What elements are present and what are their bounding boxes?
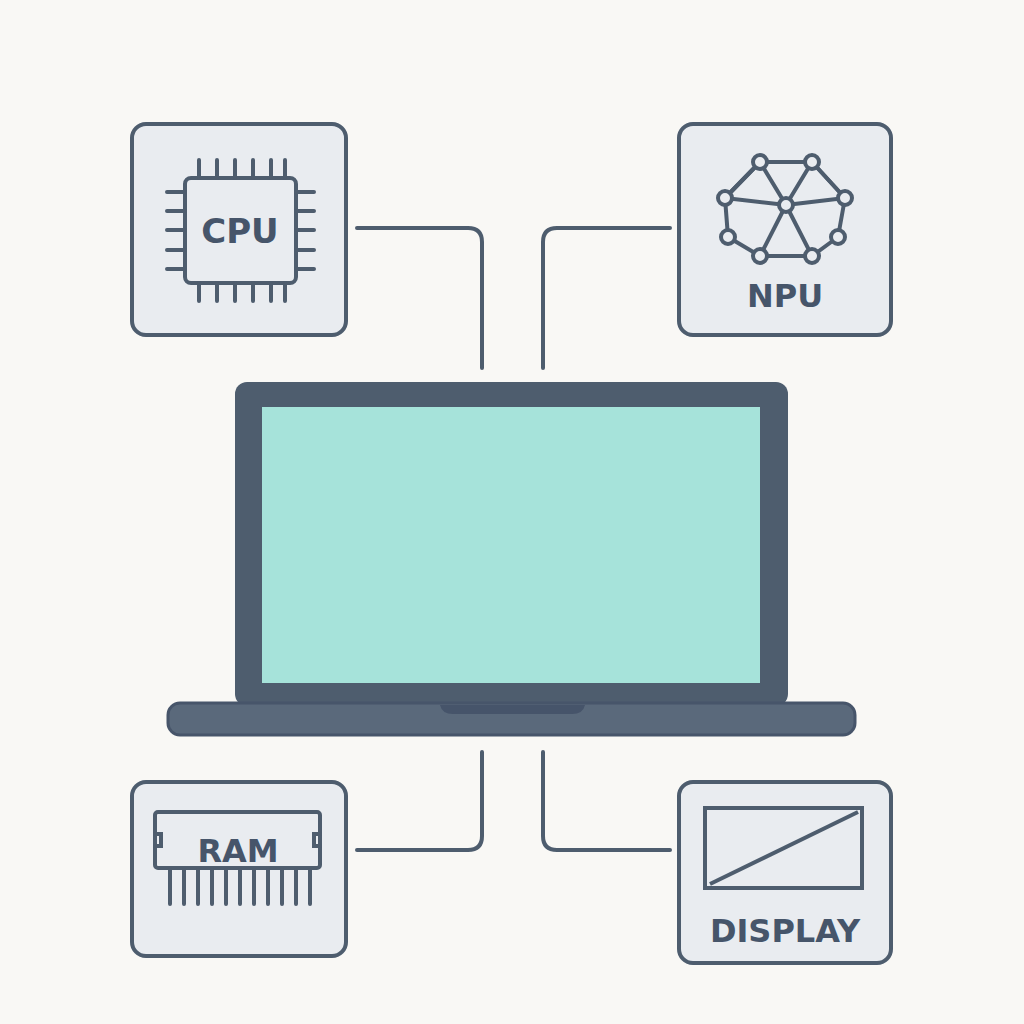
box-fills	[130, 122, 893, 965]
npu-box: NPU	[677, 122, 893, 337]
processor-box: CPU	[130, 122, 348, 337]
cpu-chip-icon	[167, 160, 314, 301]
component-label: RAM	[197, 834, 278, 869]
ram-module-icon	[155, 812, 320, 904]
component-label: CPU	[201, 213, 278, 250]
component-label: NPU	[747, 279, 823, 314]
display-icon	[705, 808, 862, 888]
laptop	[168, 382, 855, 735]
neural-network-icon	[718, 155, 852, 263]
memory-box: RAM	[130, 780, 348, 958]
display-box: DISPLAY	[677, 780, 893, 965]
component-label: DISPLAY	[710, 914, 860, 949]
